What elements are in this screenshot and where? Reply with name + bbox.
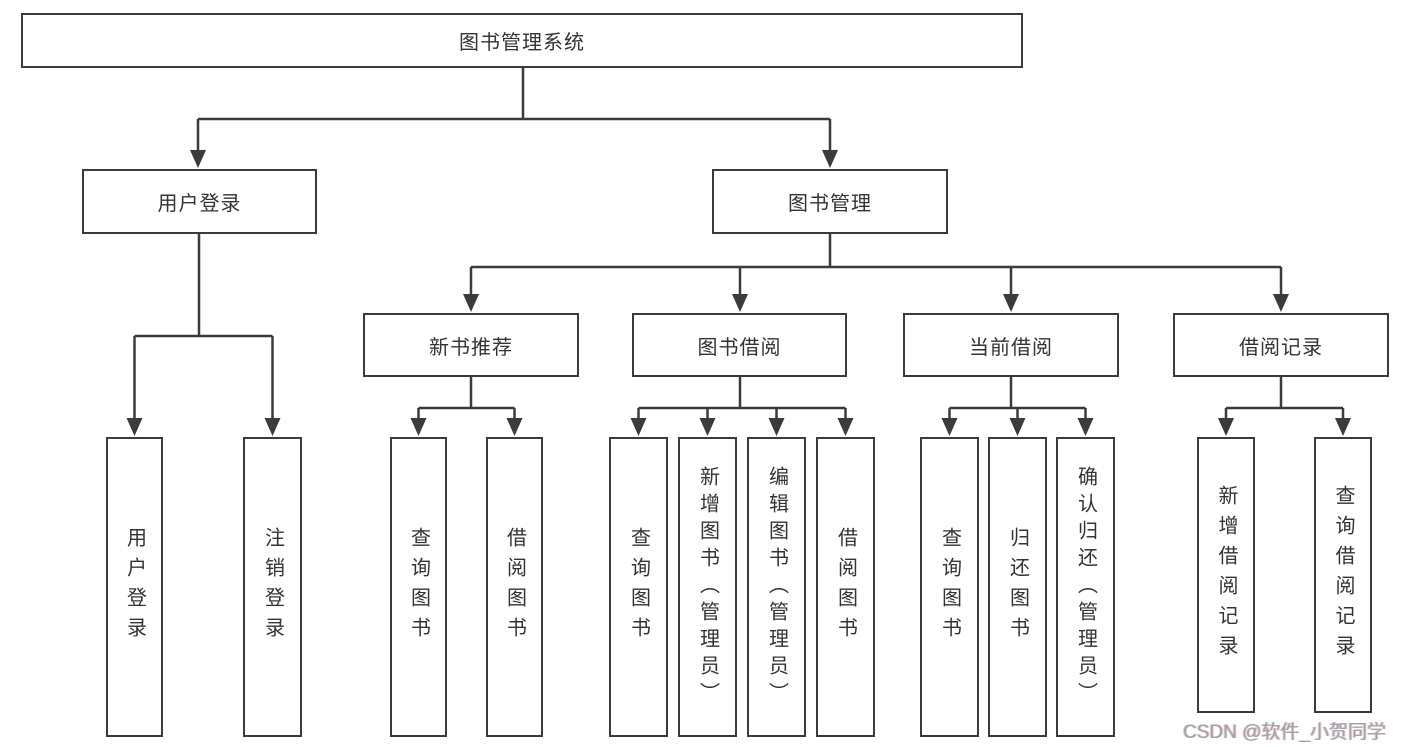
leaf-borrow-books-2: 借阅图书 — [816, 437, 875, 737]
node-library-management-system: 图书管理系统 — [21, 13, 1023, 68]
leaf-query-borrow-record: 查询借阅记录 — [1314, 437, 1372, 713]
watermark: CSDN @软件_小贺同学 — [1183, 722, 1386, 743]
leaf-user-login: 用户登录 — [106, 437, 163, 737]
leaf-add-book-admin: 新增图书（管理员） — [678, 437, 737, 737]
leaf-return-books: 归还图书 — [988, 437, 1047, 737]
leaf-logout: 注销登录 — [243, 437, 302, 737]
leaf-add-borrow-record: 新增借阅记录 — [1197, 437, 1255, 713]
leaf-query-books-3: 查询图书 — [920, 437, 979, 737]
leaf-query-books-1: 查询图书 — [390, 437, 447, 737]
leaf-borrow-books-1: 借阅图书 — [486, 437, 543, 737]
node-user-login: 用户登录 — [82, 169, 317, 234]
node-new-book-recommend: 新书推荐 — [363, 313, 579, 377]
leaf-query-books-2: 查询图书 — [609, 437, 668, 737]
node-book-borrow: 图书借阅 — [632, 313, 847, 377]
node-borrow-records: 借阅记录 — [1173, 313, 1389, 377]
node-book-management: 图书管理 — [712, 169, 948, 234]
leaf-edit-book-admin: 编辑图书（管理员） — [747, 437, 806, 737]
node-current-borrow: 当前借阅 — [903, 313, 1119, 377]
leaf-confirm-return-admin: 确认归还（管理员） — [1056, 437, 1115, 737]
